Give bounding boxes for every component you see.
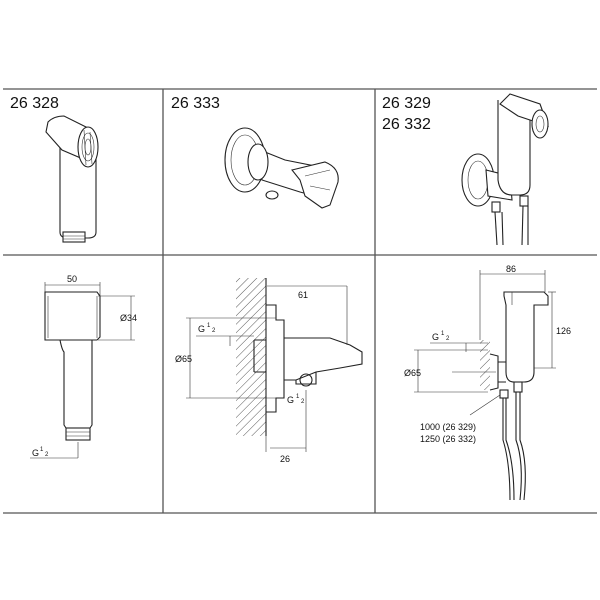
hand-shower-drawing — [30, 282, 135, 459]
dim-p1-diameter: Ø34 — [120, 313, 137, 323]
dim-p1-thread: G — [32, 448, 39, 458]
dim-p3-hose-1: 1000 (26 329) — [420, 422, 476, 432]
dim-p2-frac-d-top: 2 — [212, 328, 216, 334]
dim-p2-frac-n-top: 1 — [207, 323, 211, 329]
dim-p3-frac-d: 2 — [446, 336, 450, 342]
dim-p3-height: 126 — [556, 326, 571, 336]
wall-holder-drawing — [186, 278, 363, 452]
product-code-p1: 26 328 — [10, 95, 59, 112]
table-grid — [3, 88, 597, 514]
dim-p2-diameter: Ø65 — [175, 354, 192, 364]
dim-p3-diameter: Ø65 — [404, 368, 421, 378]
dim-p3-hose-2: 1250 (26 332) — [420, 434, 476, 444]
shower-set-illustration — [461, 93, 549, 246]
dim-p1-width: 50 — [67, 274, 77, 284]
product-code-p2: 26 333 — [171, 95, 220, 112]
dim-p3-thread: G — [432, 332, 439, 342]
dim-p2-thread-bottom: G — [287, 395, 294, 405]
dim-p2-depth: 61 — [298, 290, 308, 300]
shower-set-drawing — [414, 270, 556, 501]
dim-p3-frac-n: 1 — [441, 331, 445, 337]
dim-p1-frac-n: 1 — [40, 447, 44, 453]
product-code-p3a: 26 329 — [382, 95, 431, 112]
product-code-p3b: 26 332 — [382, 116, 431, 133]
dim-p2-offset: 26 — [280, 454, 290, 464]
hand-shower-illustration — [45, 115, 99, 243]
dim-p1-frac-d: 2 — [45, 452, 49, 458]
dim-p2-frac-d-bottom: 2 — [301, 399, 305, 405]
dim-p3-width: 86 — [506, 264, 516, 274]
dim-p2-thread-top: G — [198, 324, 205, 334]
dim-p2-frac-n-bottom: 1 — [296, 394, 300, 400]
wall-holder-illustration — [224, 127, 339, 209]
